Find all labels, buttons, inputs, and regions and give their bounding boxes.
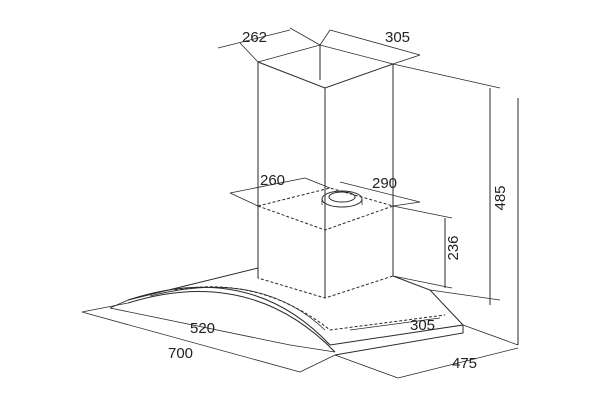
dim-glass-width: 520	[109, 299, 336, 353]
exhaust-collar-sides	[321, 199, 363, 205]
label-305-bottom: 305	[410, 317, 435, 334]
canopy-back-left	[127, 267, 259, 301]
glass-canopy	[127, 267, 464, 356]
glass-front-top	[127, 286, 331, 346]
label-520: 520	[190, 320, 215, 337]
dim-total-depth: 475	[334, 347, 519, 379]
label-290: 290	[372, 175, 397, 192]
label-475: 475	[452, 355, 477, 372]
canopy-hidden-edge	[174, 286, 446, 331]
dim-inner-width: 260	[229, 172, 331, 207]
label-700: 700	[168, 345, 193, 362]
label-236: 236	[445, 235, 462, 260]
glass-inner-curve	[149, 286, 326, 331]
dim-inner-depth: 290	[339, 175, 421, 207]
motor-housing	[257, 187, 394, 299]
label-262: 262	[242, 29, 267, 46]
dim-chimney-width: 262	[217, 27, 321, 63]
label-260: 260	[260, 172, 285, 189]
exhaust-collar-inner	[328, 191, 356, 203]
exhaust-collar-outer	[321, 190, 363, 208]
glass-front-lower	[127, 290, 336, 353]
housing-top-back	[257, 187, 394, 207]
dim-chimney-depth: 305	[319, 29, 421, 65]
label-305-top: 305	[385, 29, 410, 46]
dim-glass-depth: 305	[349, 317, 441, 334]
dim-total-height: 485	[392, 63, 509, 305]
label-485: 485	[492, 185, 509, 210]
dim-overall-height	[462, 98, 519, 346]
chimney-top-front	[257, 61, 394, 89]
chimney-top-back	[257, 44, 394, 65]
glass-right-edge	[329, 324, 464, 356]
dim-total-width: 700	[81, 302, 336, 373]
dim-motor-height: 236	[392, 205, 462, 289]
